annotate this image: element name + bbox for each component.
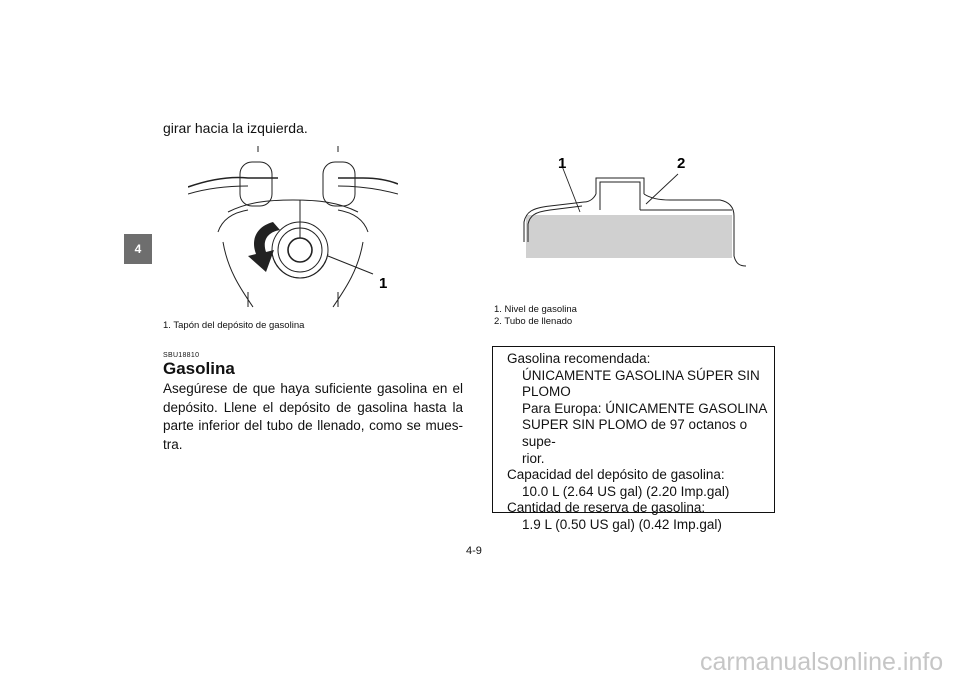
fuel-spec-line: 1.9 L (0.50 US gal) (0.42 Imp.gal) [522, 516, 722, 532]
fuel-spec-line: rior. [522, 450, 545, 466]
fuel-tank-illustration: 1 2 [523, 155, 747, 267]
figure2-callout-1: 1 [558, 155, 566, 172]
figure2-caption-1: 1. Nivel de gasolina [494, 304, 577, 315]
watermark: carmanualsonline.info [700, 648, 944, 676]
section-code: SBU18810 [163, 352, 200, 359]
fuel-spec-line: 10.0 L (2.64 US gal) (2.20 Imp.gal) [522, 483, 730, 499]
section-body: Asegúrese de que haya suficiente gasolin… [163, 381, 463, 452]
fuel-spec-line: Cantidad de reserva de gasolina: [507, 500, 706, 516]
figure1-caption-list: 1. Tapón del depósito de gasolina [163, 320, 304, 332]
figure1-caption: 1. Tapón del depósito de gasolina [163, 320, 305, 331]
fuel-spec-line: ÚNICAMENTE GASOLINA SÚPER SIN [522, 367, 760, 383]
fuel-spec-line: Capacidad del depósito de gasolina: [507, 467, 725, 483]
page-number: 4-9 [466, 545, 482, 557]
figure1-callout: 1 [379, 275, 387, 292]
fuel-spec-line: Para Europa: ÚNICAMENTE GASOLINA [522, 400, 768, 416]
intro-text: girar hacia la izquierda. [163, 120, 308, 136]
figure2-caption-list: 1. Nivel de gasolina 2. Tubo de llenado [494, 304, 577, 328]
fuel-spec-box: Gasolina recomendada: ÚNICAMENTE GASOLIN… [492, 346, 775, 532]
figure2-caption-2: 2. Tubo de llenado [494, 316, 573, 327]
section-tab: 4 [124, 234, 152, 264]
figure2-callout-2: 2 [677, 155, 685, 172]
fuel-spec-line: Gasolina recomendada: [507, 351, 651, 366]
fuel-spec-line: PLOMO [522, 384, 571, 400]
fuel-spec-line: SUPER SIN PLOMO de 97 octanos o supe- [522, 417, 748, 449]
fuel-cap-illustration: 1 [188, 146, 398, 308]
section-heading: Gasolina [163, 359, 235, 378]
